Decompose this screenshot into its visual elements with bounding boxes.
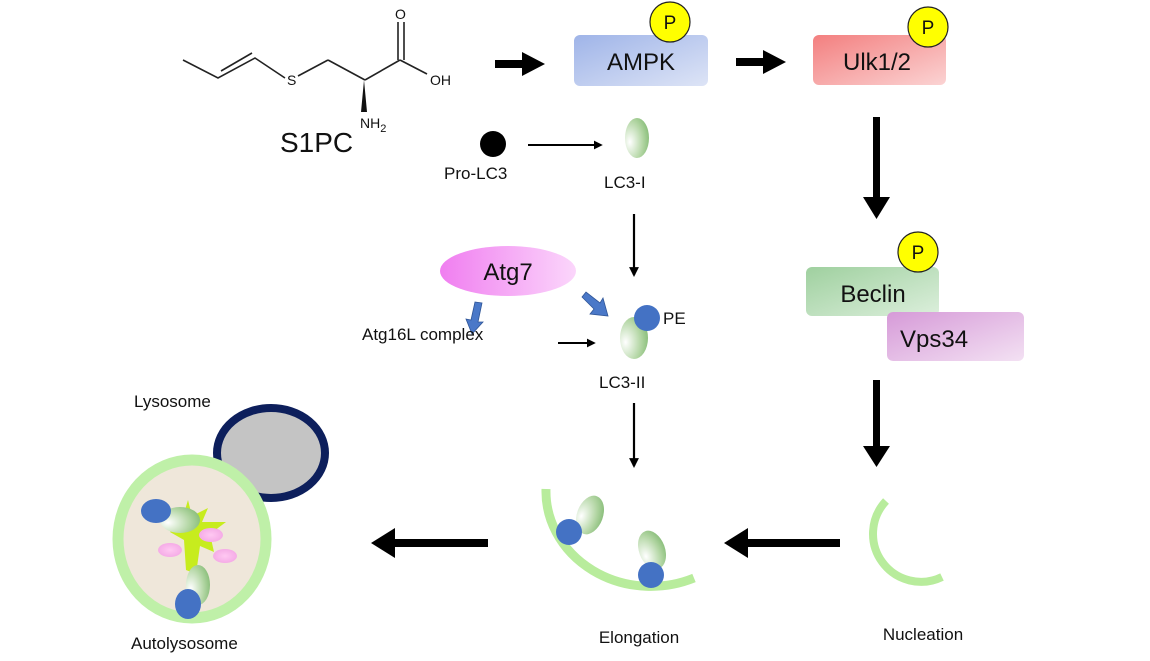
pe-label: PE <box>663 309 686 328</box>
beclin-box <box>806 267 939 316</box>
elongation-label: Elongation <box>599 628 679 647</box>
cargo-pink-1 <box>199 528 223 542</box>
pe-bound-1 <box>556 519 582 545</box>
lc3-i-shape <box>625 118 649 158</box>
ulk-label: Ulk1/2 <box>843 49 911 76</box>
nucleation-label: Nucleation <box>883 625 963 644</box>
lc3-i-label: LC3-I <box>604 173 646 192</box>
pro-lc3-dot <box>480 131 506 157</box>
svg-text:P: P <box>922 18 935 39</box>
arrow-ampk-to-ulk <box>736 50 786 74</box>
arrow-atg7-to-lc3-ii <box>581 291 609 317</box>
arrow-elongation-to-autolysosome <box>371 528 488 558</box>
beclin-vps34-complex: Beclin Vps34 P <box>806 231 1024 361</box>
autolysosome-label: Autolysosome <box>131 634 238 653</box>
svg-text:P: P <box>664 13 677 34</box>
vps34-label: Vps34 <box>900 326 968 353</box>
nucleation-membrane <box>869 498 944 586</box>
amine-group: NH2 <box>360 115 386 135</box>
svg-text:P: P <box>912 243 925 264</box>
arrow-nucleation-to-elongation <box>724 528 840 558</box>
ampk-node: AMPK P <box>574 1 708 86</box>
lc3-ii-label: LC3-II <box>599 373 645 392</box>
beclin-phospho-badge <box>897 231 939 273</box>
arrow-s1pc-to-ampk <box>495 52 545 76</box>
cargo-pink-2 <box>158 543 182 557</box>
atg16l-complex-label: Atg16L complex <box>362 325 484 344</box>
lc3-ii-bound-1 <box>575 495 605 535</box>
arrow-beclin-to-nucleation <box>863 380 890 467</box>
hydroxyl-group: OH <box>430 72 451 88</box>
autolysosome <box>112 454 272 624</box>
pro-lc3-label: Pro-LC3 <box>444 164 507 183</box>
compound-name: S1PC <box>280 127 353 158</box>
sulfur-atom: S <box>287 72 296 88</box>
beclin-label: Beclin <box>840 281 905 308</box>
pe-lipid-dot <box>634 305 660 331</box>
atg7-label: Atg7 <box>483 259 532 286</box>
ulk-node: Ulk1/2 P <box>813 6 949 85</box>
ampk-label: AMPK <box>607 49 675 76</box>
cargo-pink-3 <box>213 549 237 563</box>
ulk-phospho-badge <box>907 6 949 48</box>
oxygen-atom: O <box>395 6 406 22</box>
elongation-phagophore <box>541 488 696 591</box>
lysosome-label: Lysosome <box>134 392 211 411</box>
arrow-atg7-to-atg16l <box>465 301 484 335</box>
autolysosome-pe-2 <box>175 589 201 619</box>
autolysosome-pe-1 <box>141 499 171 523</box>
arrow-ulk-to-beclin <box>863 117 890 219</box>
atg7-node: Atg7 <box>440 246 576 296</box>
ampk-phospho-badge <box>649 1 691 43</box>
s1pc-structure: S O OH NH2 S1PC <box>182 6 451 158</box>
pe-bound-2 <box>638 562 664 588</box>
lc3-ii-bound-2 <box>637 530 667 570</box>
vps34-box <box>887 312 1024 361</box>
